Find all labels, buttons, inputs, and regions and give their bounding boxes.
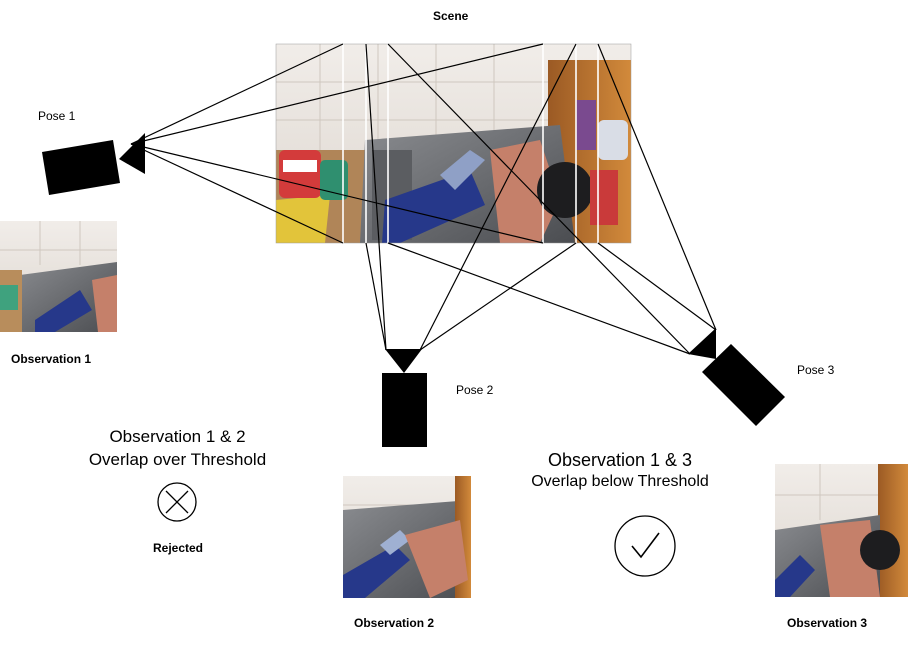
scene-border: [275, 43, 632, 244]
pose-3-label: Pose 3: [797, 363, 835, 377]
pose2-frustum: [365, 43, 577, 351]
scene-image: [276, 44, 631, 243]
comparison-1-2-status: Overlap over Threshold: [88, 450, 267, 469]
pose-2-label: Pose 2: [456, 383, 494, 397]
comparison-1-3-status: Overlap below Threshold: [531, 473, 709, 490]
observation-1-image: [0, 221, 117, 332]
pose1-frustum: [130, 43, 544, 244]
pose3-frustum: [387, 43, 717, 355]
observation-2-label: Observation 2: [354, 616, 435, 630]
scene-title: Scene: [433, 9, 469, 23]
scene-segments: [342, 44, 599, 243]
rejected-label: Rejected: [152, 541, 204, 555]
observation-3-label: Observation 3: [787, 616, 868, 630]
observation-3-image: [775, 464, 908, 597]
pose-1-label: Pose 1: [38, 109, 76, 123]
rejected-icon: [157, 482, 197, 522]
camera-pose2: [382, 349, 427, 447]
observation-1-label: Observation 1: [11, 352, 92, 366]
camera-pose3: [688, 328, 785, 426]
observation-2-image: [343, 476, 471, 598]
comparison-1-3-title: Observation 1 & 3: [547, 450, 693, 470]
camera-pose1: [42, 133, 145, 195]
accepted-check-icon: [614, 515, 676, 577]
comparison-1-2-title: Observation 1 & 2: [109, 427, 246, 446]
